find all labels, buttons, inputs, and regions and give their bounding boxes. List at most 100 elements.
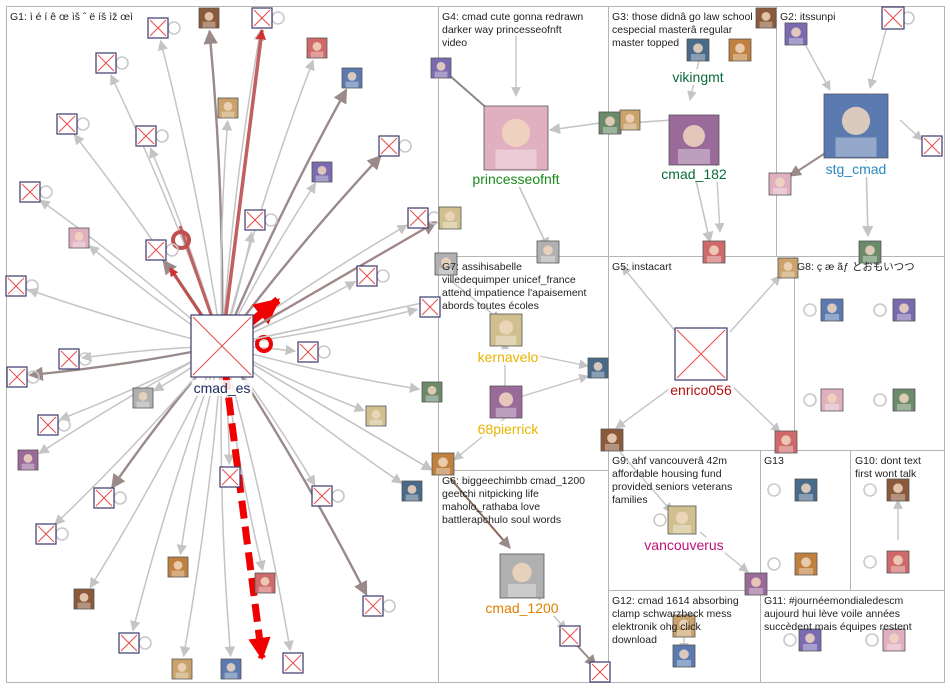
g1-node-0[interactable] xyxy=(198,7,220,29)
g1-node-5[interactable] xyxy=(217,97,239,119)
node-vancouverus[interactable] xyxy=(667,505,697,535)
g1-node-32[interactable] xyxy=(167,556,189,578)
g1-node-4[interactable] xyxy=(95,52,117,74)
g1-node-22[interactable] xyxy=(421,381,443,403)
darkred-self-loop xyxy=(171,230,191,250)
g1-node-26[interactable] xyxy=(17,449,39,471)
g1-node-2[interactable] xyxy=(147,17,169,39)
g7-node-c[interactable] xyxy=(431,452,455,476)
g1-node-8[interactable] xyxy=(135,125,157,147)
g1-node-13[interactable] xyxy=(68,227,90,249)
g11-node-b[interactable] xyxy=(882,628,906,652)
g8-node-a[interactable] xyxy=(777,257,799,279)
self-loop-1 xyxy=(873,303,887,317)
g13-node-a[interactable] xyxy=(794,478,818,502)
label-cmad-1200-bg xyxy=(483,600,561,616)
g11-node-a[interactable] xyxy=(798,628,822,652)
g1-node-27[interactable] xyxy=(219,466,241,488)
g2-node-d[interactable] xyxy=(921,135,943,157)
node-kernavelo[interactable] xyxy=(489,313,523,347)
g1-node-35[interactable] xyxy=(362,595,384,617)
g1-node-16-loop xyxy=(376,269,390,283)
g1-node-1[interactable] xyxy=(251,7,273,29)
g10-node-a[interactable] xyxy=(886,478,910,502)
g4-node-c[interactable] xyxy=(536,240,560,264)
g2-node-e[interactable] xyxy=(858,240,882,264)
label-cmad-es-bg xyxy=(191,380,253,396)
g5-node-b[interactable] xyxy=(774,430,798,454)
g2-node-b[interactable] xyxy=(881,6,905,30)
g7-node-a[interactable] xyxy=(434,252,458,276)
g9-node-a[interactable] xyxy=(744,572,768,596)
node-stg-cmad[interactable] xyxy=(823,93,889,159)
g8-node-d[interactable] xyxy=(820,388,844,412)
g1-node-31[interactable] xyxy=(35,523,57,545)
g5-node-a[interactable] xyxy=(600,428,624,452)
g4-node-b[interactable] xyxy=(598,111,622,135)
graph-edges xyxy=(25,11,923,667)
g3-node-d[interactable] xyxy=(702,240,726,264)
edge-hub-g1-4 xyxy=(110,74,223,347)
g10-node-b[interactable] xyxy=(886,550,910,574)
g3-node-c[interactable] xyxy=(755,7,777,29)
self-loop-7 xyxy=(863,483,877,497)
node-68pierrick[interactable] xyxy=(489,385,523,419)
g4-node-d[interactable] xyxy=(438,206,462,230)
g1-node-30[interactable] xyxy=(401,480,423,502)
g4-node-a[interactable] xyxy=(430,57,452,79)
g3-node-a[interactable] xyxy=(686,38,710,62)
node-cmad-1200[interactable] xyxy=(499,553,545,599)
g1-node-34[interactable] xyxy=(254,572,276,594)
g1-node-18[interactable] xyxy=(419,296,441,318)
g1-node-33[interactable] xyxy=(73,588,95,610)
g12-node-b[interactable] xyxy=(672,644,696,668)
g1-node-17[interactable] xyxy=(5,275,27,297)
g7-node-b[interactable] xyxy=(587,357,609,379)
group-frames xyxy=(6,6,945,683)
edge-hub-g1-7 xyxy=(220,88,348,347)
g3-node-b[interactable] xyxy=(728,38,752,62)
g1-node-19[interactable] xyxy=(297,341,319,363)
g1-node-23[interactable] xyxy=(132,387,154,409)
g1-node-24[interactable] xyxy=(365,405,387,427)
node-cmad-es[interactable] xyxy=(190,314,254,378)
g6-node-a[interactable] xyxy=(559,625,581,647)
node-princesseofnft[interactable] xyxy=(483,105,549,171)
g8-node-b[interactable] xyxy=(820,298,844,322)
g1-node-39[interactable] xyxy=(282,652,304,674)
g2-node-a[interactable] xyxy=(784,22,808,46)
g1-node-6[interactable] xyxy=(56,113,78,135)
g8-node-c[interactable] xyxy=(892,298,916,322)
g1-node-16[interactable] xyxy=(356,265,378,287)
g1-node-21[interactable] xyxy=(6,366,28,388)
g1-node-8-loop xyxy=(155,129,169,143)
g1-node-14[interactable] xyxy=(145,239,167,261)
g1-node-25[interactable] xyxy=(37,414,59,436)
node-enrico056[interactable] xyxy=(674,327,728,381)
g1-node-37[interactable] xyxy=(171,658,193,680)
g1-node-15[interactable] xyxy=(407,207,429,229)
g1-node-28[interactable] xyxy=(93,487,115,509)
g1-node-12[interactable] xyxy=(244,209,266,231)
g2-node-c[interactable] xyxy=(768,172,792,196)
g13-node-b[interactable] xyxy=(794,552,818,576)
g8-node-e[interactable] xyxy=(892,388,916,412)
g1-node-11[interactable] xyxy=(311,161,333,183)
g1-node-7[interactable] xyxy=(341,67,363,89)
g3-node-e[interactable] xyxy=(619,109,641,131)
node-cmad-182[interactable] xyxy=(668,114,720,166)
g1-node-29[interactable] xyxy=(311,485,333,507)
label-cmad-1200: cmad_1200 xyxy=(485,600,558,616)
g12-node-a[interactable] xyxy=(672,614,696,638)
edge-hub-g1-0 xyxy=(203,29,224,347)
g6-node-b[interactable] xyxy=(589,661,611,683)
g1-node-3[interactable] xyxy=(306,37,328,59)
g1-node-10[interactable] xyxy=(19,181,41,203)
g1-node-38[interactable] xyxy=(220,658,242,680)
g1-node-20[interactable] xyxy=(58,348,80,370)
g1-node-9[interactable] xyxy=(378,135,400,157)
g1-node-36[interactable] xyxy=(118,632,140,654)
